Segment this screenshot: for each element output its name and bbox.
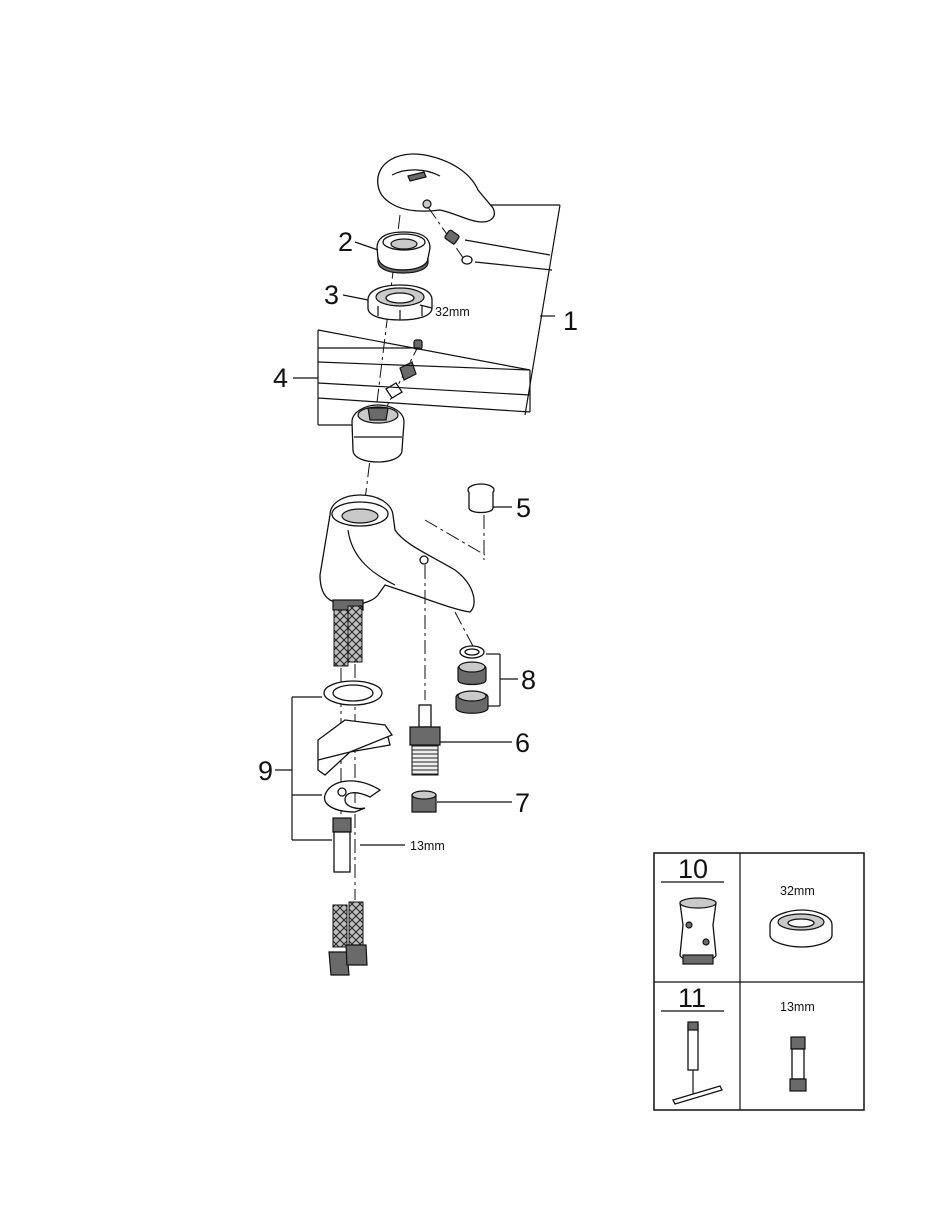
- plug-cap: [467, 483, 495, 514]
- leader-2: [354, 241, 379, 251]
- flex-hoses-lower: [328, 901, 368, 976]
- flex-hoses-upper: [332, 599, 364, 667]
- leader-3-dim: [419, 304, 433, 309]
- tool-11-nut-icon: [789, 1036, 807, 1092]
- cartridge-adapter: [399, 361, 417, 381]
- faucet-body: [319, 494, 475, 613]
- cap-plug: [461, 255, 473, 265]
- callout-3: 3: [324, 280, 339, 310]
- popup-rod: [409, 704, 441, 776]
- popup-nut: [411, 790, 437, 813]
- callout-9: 9: [258, 756, 273, 786]
- callout-1: 1: [563, 306, 578, 336]
- assembly-axis: [364, 214, 401, 501]
- tool-11-number: 11: [678, 983, 706, 1013]
- dim-13mm: 13mm: [410, 839, 445, 853]
- tool-10-number: 10: [678, 854, 708, 884]
- leader-3: [342, 294, 369, 301]
- tool-10-socket-icon: [679, 897, 717, 965]
- callout-2: 2: [338, 227, 353, 257]
- aerator-insert: [457, 661, 487, 686]
- tool-11-key-icon: [672, 1021, 723, 1105]
- cartridge-guide: [385, 382, 403, 399]
- tool-11-size: 13mm: [780, 1000, 815, 1014]
- aerator-axis: [454, 611, 476, 651]
- aerator-housing: [455, 690, 489, 714]
- cartridge: [351, 404, 405, 463]
- tool-10-nut-icon: [769, 909, 833, 948]
- fixing-nut-13mm: [332, 817, 352, 873]
- tool-10-size: 32mm: [780, 884, 815, 898]
- tools-table: [653, 852, 865, 1111]
- callout-7: 7: [515, 788, 530, 818]
- fixing-ring: [323, 680, 383, 706]
- bracket-9: [275, 696, 332, 841]
- bracket-1: [464, 204, 561, 416]
- callout-5: 5: [516, 493, 531, 523]
- bracket-8: [486, 653, 518, 707]
- callout-4: 4: [273, 363, 288, 393]
- callout-8: 8: [521, 665, 536, 695]
- callout-6: 6: [515, 728, 530, 758]
- hex-nut-32mm: [367, 284, 433, 321]
- cover-ring: [376, 231, 431, 274]
- fixing-plate: [323, 780, 382, 813]
- fixing-gasket: [317, 719, 394, 776]
- dim-32mm: 32mm: [435, 305, 470, 319]
- bracket-4: [293, 329, 531, 426]
- grub-screw: [444, 229, 460, 245]
- aerator-washer: [459, 645, 485, 659]
- popup-axis-link: [424, 519, 486, 556]
- lever-handle: [377, 153, 496, 223]
